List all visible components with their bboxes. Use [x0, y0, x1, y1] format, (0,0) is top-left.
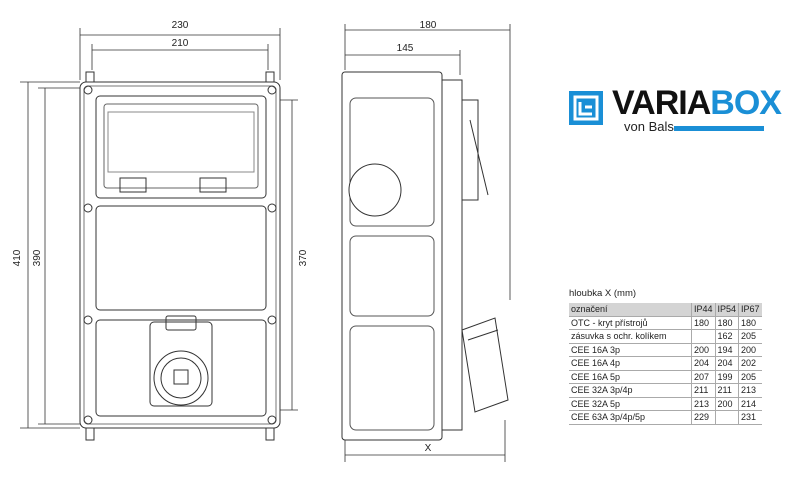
- table-cell: 205: [738, 370, 762, 384]
- header-cell: označení: [569, 303, 692, 317]
- table-cell: 213: [738, 383, 762, 398]
- logo-name-blue: BOX: [710, 84, 782, 122]
- table-cell: CEE 32A 5p: [569, 397, 692, 411]
- table-cell: 180: [738, 316, 762, 330]
- dim-x: X: [425, 443, 432, 454]
- table-cell: CEE 63A 3p/4p/5p: [569, 410, 692, 425]
- table-cell: 200: [691, 343, 716, 357]
- header-cell: IP54: [714, 303, 739, 317]
- logo-subtitle: von Bals: [624, 119, 674, 134]
- table-cell: 211: [691, 383, 716, 398]
- front-view: [20, 28, 298, 441]
- variabox-logo: VARIABOX von Bals: [568, 84, 782, 136]
- table-cell: 180: [691, 316, 716, 330]
- table-cell: CEE 32A 3p/4p: [569, 383, 692, 398]
- table-cell: 199: [714, 370, 739, 384]
- table-cell: 231: [738, 410, 762, 425]
- dim-145: 145: [397, 43, 414, 54]
- table-cell: 194: [714, 343, 739, 357]
- table-cell: CEE 16A 4p: [569, 356, 692, 371]
- dim-210: 210: [172, 38, 189, 49]
- table-cell: CEE 16A 5p: [569, 370, 692, 384]
- table-cell: 207: [691, 370, 716, 384]
- table-cell: OTC - kryt přístrojů: [569, 316, 692, 330]
- table-cell: 162: [714, 329, 739, 344]
- side-view: [341, 24, 511, 462]
- table-cell: 211: [714, 383, 739, 398]
- table-cell: 202: [738, 356, 762, 371]
- table-cell: 180: [714, 316, 739, 330]
- table-cell: 214: [738, 397, 762, 411]
- table-cell: 204: [714, 356, 739, 371]
- table-cell: zásuvka s ochr. kolíkem: [569, 329, 692, 344]
- table-cell: CEE 16A 3p: [569, 343, 692, 357]
- dim-410: 410: [12, 249, 23, 266]
- logo-name-dark: VARIA: [612, 84, 711, 122]
- header-cell: IP67: [738, 303, 762, 317]
- header-cell: IP44: [691, 303, 716, 317]
- dim-390: 390: [32, 249, 43, 266]
- dim-370: 370: [298, 249, 309, 266]
- table-header: označení IP44 IP54 IP67: [569, 303, 762, 317]
- table-cell: 229: [691, 410, 716, 425]
- dim-180: 180: [420, 20, 437, 31]
- table-cell: 204: [691, 356, 716, 371]
- depth-table: označení IP44 IP54 IP67 OTC - kryt příst…: [569, 303, 762, 425]
- logo-mark-icon: [569, 91, 603, 125]
- table-cell: [714, 410, 739, 425]
- table-cell: 213: [691, 397, 716, 411]
- table-cell: 200: [738, 343, 762, 357]
- table-cell: [691, 329, 716, 344]
- table-caption: hloubka X (mm): [569, 288, 637, 299]
- table-cell: 205: [738, 329, 762, 344]
- logo-bar: [674, 126, 764, 131]
- dim-230: 230: [172, 20, 189, 31]
- table-cell: 200: [714, 397, 739, 411]
- socket: [149, 315, 213, 407]
